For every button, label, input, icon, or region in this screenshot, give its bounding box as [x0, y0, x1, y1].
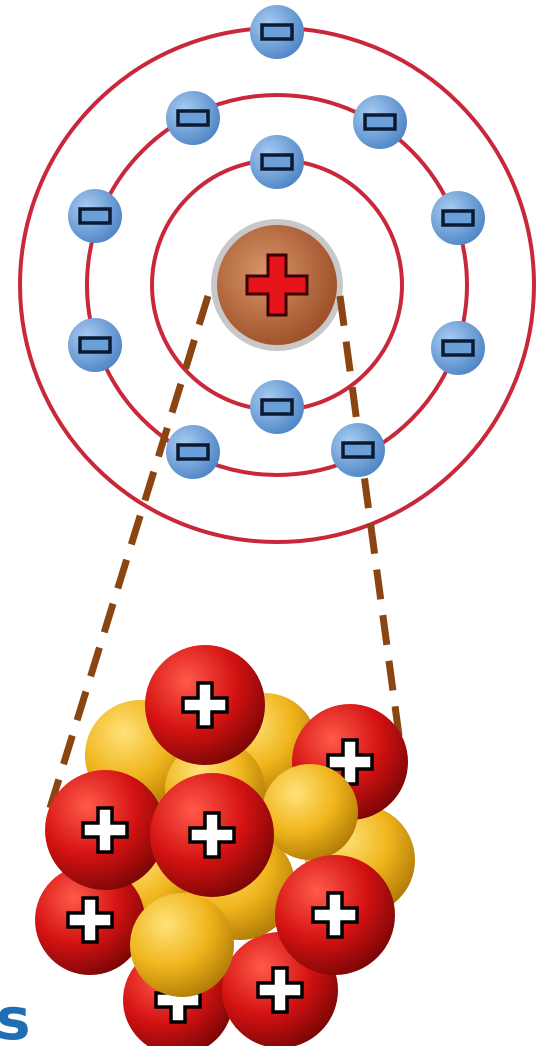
electron	[331, 423, 385, 477]
minus-icon	[260, 23, 294, 41]
minus-icon	[78, 207, 112, 225]
connector-right	[336, 295, 406, 759]
zoom-connector-lines	[46, 294, 406, 810]
plus-icon	[181, 681, 229, 729]
proton	[145, 645, 265, 765]
minus-icon	[260, 153, 294, 171]
plus-icon	[245, 253, 309, 317]
electron	[166, 425, 220, 479]
plus-icon	[326, 738, 374, 786]
plus-icon	[311, 891, 359, 939]
electron	[250, 5, 304, 59]
electron	[166, 91, 220, 145]
orbit-middle	[85, 93, 469, 477]
electron	[250, 380, 304, 434]
minus-icon	[441, 209, 475, 227]
electrons	[68, 5, 485, 479]
minus-icon	[176, 443, 210, 461]
proton	[35, 865, 145, 975]
electron	[68, 318, 122, 372]
neutron-sphere	[262, 764, 358, 860]
electron	[353, 95, 407, 149]
proton	[275, 855, 395, 975]
plus-icon	[188, 811, 236, 859]
corner-label: s	[0, 985, 31, 1046]
nucleus	[211, 219, 343, 351]
minus-icon	[341, 441, 375, 459]
minus-icon	[363, 113, 397, 131]
neutron	[130, 893, 234, 997]
neutron-sphere	[130, 893, 234, 997]
nucleus-cluster	[35, 645, 415, 1046]
minus-icon	[260, 398, 294, 416]
minus-icon	[176, 109, 210, 127]
electron	[431, 191, 485, 245]
electron	[250, 135, 304, 189]
plus-icon	[66, 896, 114, 944]
neutron	[262, 764, 358, 860]
proton	[45, 770, 165, 890]
plus-icon	[81, 806, 129, 854]
plus-icon	[256, 966, 304, 1014]
minus-icon	[441, 339, 475, 357]
minus-icon	[78, 336, 112, 354]
electron	[431, 321, 485, 375]
proton	[150, 773, 274, 897]
electron	[68, 189, 122, 243]
